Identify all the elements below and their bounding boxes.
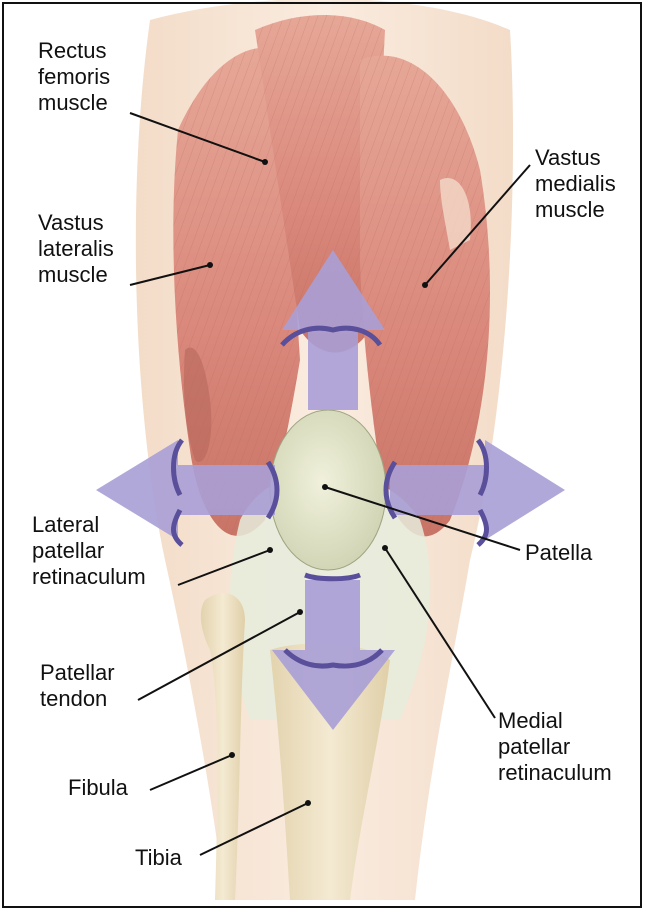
label-medial-patellar-retinaculum: Medial patellar retinaculum (498, 708, 612, 786)
label-patellar-tendon: Patellar tendon (40, 660, 115, 712)
label-vastus-medialis: Vastus medialis muscle (535, 145, 616, 223)
label-rectus-femoris: Rectus femoris muscle (38, 38, 110, 116)
label-vastus-lateralis: Vastus lateralis muscle (38, 210, 114, 288)
label-tibia: Tibia (135, 845, 182, 871)
label-patella: Patella (525, 540, 592, 566)
label-lateral-patellar-retinaculum: Lateral patellar retinaculum (32, 512, 146, 590)
patella-bone (270, 410, 386, 570)
label-fibula: Fibula (68, 775, 128, 801)
